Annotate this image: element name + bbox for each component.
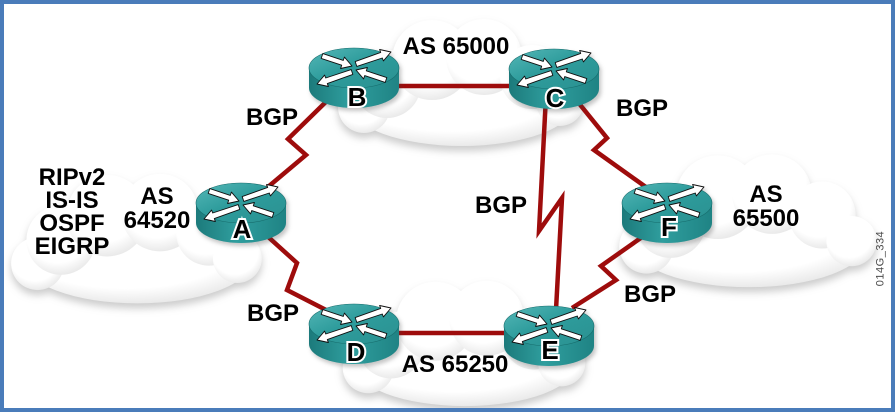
as-65250-label: AS 65250 [401,351,509,378]
as-65500-label: AS 65500 [733,183,800,231]
igp-protocol-label: RIPv2 [38,164,106,191]
link-c-f [571,94,652,192]
as-64520-label-line1: AS [140,183,174,210]
router-c-label: C [546,83,565,113]
as-65000-label: AS 65000 [402,33,510,60]
router-f-label: F [661,212,677,242]
router-b-label: B [348,82,367,112]
link-e-f [570,233,647,310]
bgp-label-e-f: BGP [623,281,677,308]
igp-protocol-label: EIGRP [34,233,110,260]
figure-id-watermark: 014G_334 [874,230,887,287]
igp-protocol-label: OSPF [39,210,105,237]
as-65500-label-line1: AS [749,181,783,208]
router-a-label: A [233,214,252,244]
link-a-d [253,223,332,315]
link-a-b [254,91,337,199]
as-64520-label: AS 64520 [124,185,191,233]
router-e-label: E [541,335,558,365]
bgp-label-a-b: BGP [245,104,299,131]
bgp-label-a-d: BGP [246,300,300,327]
bgp-label-c-f: BGP [615,95,669,122]
igp-protocol-label: IS-IS [45,187,99,214]
igp-protocol-stack: RIPv2 IS-IS OSPF EIGRP [34,164,110,260]
as-65500-label-line2: 65500 [732,205,800,232]
as-64520-label-line2: 64520 [123,207,191,234]
router-d-label: D [347,337,366,367]
link-c-e [536,95,565,311]
bgp-label-c-e: BGP [474,192,528,219]
